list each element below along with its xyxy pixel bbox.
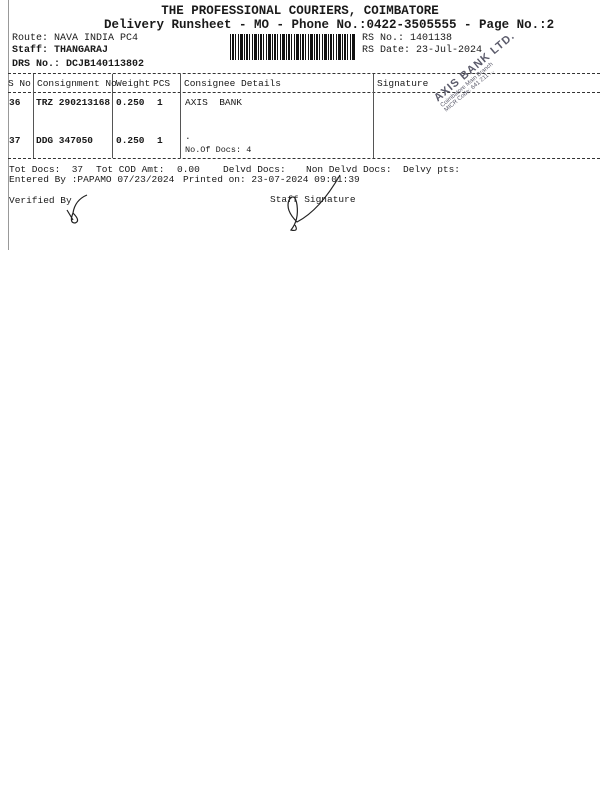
- entered-by: Entered By :PAPAMO 07/23/2024: [9, 174, 175, 185]
- row-consignee: .: [185, 131, 191, 142]
- staff-signature-label: Staff Signature: [270, 194, 356, 205]
- col-signature: Signature: [377, 78, 429, 89]
- col-consignee: Consignee Details: [184, 78, 281, 89]
- table-top-rule: [8, 73, 600, 74]
- rs-number: RS No.: 1401138: [362, 33, 453, 44]
- col-divider: [33, 74, 34, 158]
- row-sno: 36: [9, 97, 21, 108]
- row-sno: 37: [9, 135, 21, 146]
- row-consignee: AXIS BANK: [185, 97, 243, 108]
- page-left-edge: [8, 0, 9, 250]
- col-sno: S No: [8, 78, 31, 89]
- tot-cod-value: 0.00: [177, 164, 200, 175]
- table-bottom-rule: [8, 158, 600, 159]
- col-pcs: PCS: [153, 78, 171, 89]
- route: Route: NAVA INDIA PC4: [12, 33, 139, 44]
- verified-by: Verified By: [9, 195, 72, 206]
- col-divider: [180, 74, 181, 158]
- runsheet-subtitle: Delivery Runsheet - MO - Phone No.:0422-…: [104, 18, 555, 32]
- col-divider: [112, 74, 113, 158]
- row-note: No.Of Docs: 4: [185, 145, 252, 155]
- col-consignment: Consignment No: [37, 78, 117, 89]
- barcode: [230, 34, 356, 60]
- row-pcs: 1: [157, 135, 163, 146]
- col-weight: Weight: [116, 78, 151, 89]
- delvy-pts: Delvy pts:: [403, 164, 461, 175]
- table-header-rule: [8, 92, 600, 93]
- company-title: THE PROFESSIONAL COURIERS, COIMBATORE: [161, 4, 439, 18]
- staff-signature: [287, 174, 341, 232]
- delvd-docs: Delvd Docs:: [223, 164, 286, 175]
- non-delvd-docs: Non Delvd Docs:: [306, 164, 392, 175]
- drs-number: DRS No.: DCJB140113802: [12, 59, 145, 70]
- rs-date: RS Date: 23-Jul-2024: [362, 45, 483, 56]
- row-consignment: TRZ 290213168: [36, 97, 111, 108]
- tot-cod-label: Tot COD Amt:: [96, 164, 165, 175]
- col-divider: [373, 74, 374, 158]
- row-weight: 0.250: [116, 97, 145, 108]
- row-weight: 0.250: [116, 135, 145, 146]
- tot-docs: Tot Docs: 37: [9, 164, 84, 175]
- verifier-signature: [66, 194, 88, 224]
- row-pcs: 1: [157, 97, 163, 108]
- staff: Staff: THANGARAJ: [12, 45, 109, 56]
- row-consignment: DDG 347050: [36, 135, 94, 146]
